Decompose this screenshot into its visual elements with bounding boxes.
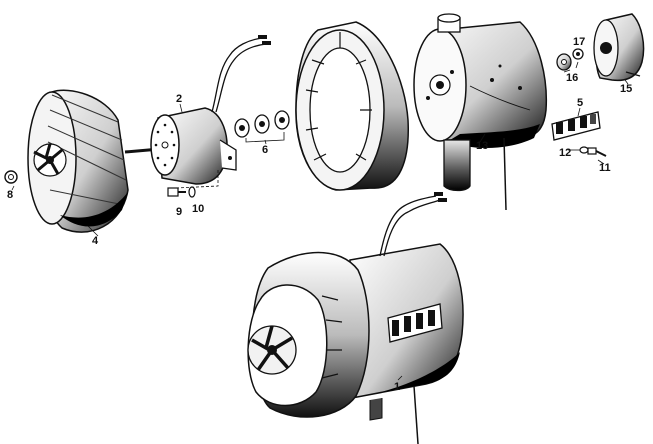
part-13-fan-housing (413, 13, 548, 211)
part-11-screw (587, 147, 607, 157)
callout-part-1: 1 (394, 381, 400, 393)
callout-part-6: 6 (262, 144, 268, 156)
callout-part-11: 11 (599, 162, 611, 174)
part-15-intake-cap (593, 13, 645, 82)
impeller-hub (33, 143, 67, 177)
callout-part-8: 8 (7, 189, 13, 201)
part-6-brush-set (234, 110, 290, 143)
callout-part-12: 12 (559, 147, 571, 159)
part-5-terminal-strip (551, 111, 601, 141)
callout-part-10: 10 (192, 203, 204, 215)
part-16-nut (556, 53, 572, 71)
shroud-ring (295, 21, 409, 191)
part-1-blower-assembly (247, 192, 464, 444)
motor-face-screws (154, 123, 176, 167)
assembly-leader (175, 168, 219, 189)
callout-part-5: 5 (577, 97, 583, 109)
callout-part-2: 2 (176, 93, 182, 105)
assembly-impeller-face (247, 325, 297, 375)
callout-part-15: 15 (620, 83, 632, 95)
part-9-bolt (167, 187, 186, 197)
part-4-fan-impeller (27, 89, 129, 233)
callout-part-16: 16 (566, 72, 578, 84)
callout-part-13: 13 (476, 140, 488, 152)
callout-part-17: 17 (573, 36, 585, 48)
part-8-washer (4, 170, 18, 184)
assembly-terminal-block (387, 303, 443, 343)
part-10-washer (188, 186, 196, 198)
callout-part-9: 9 (176, 206, 182, 218)
callout-part-4: 4 (92, 235, 99, 247)
part-2-electric-motor (124, 35, 271, 185)
leader-lines (11, 61, 629, 381)
part-17-washer (572, 48, 584, 60)
part-12-washer (579, 146, 589, 154)
